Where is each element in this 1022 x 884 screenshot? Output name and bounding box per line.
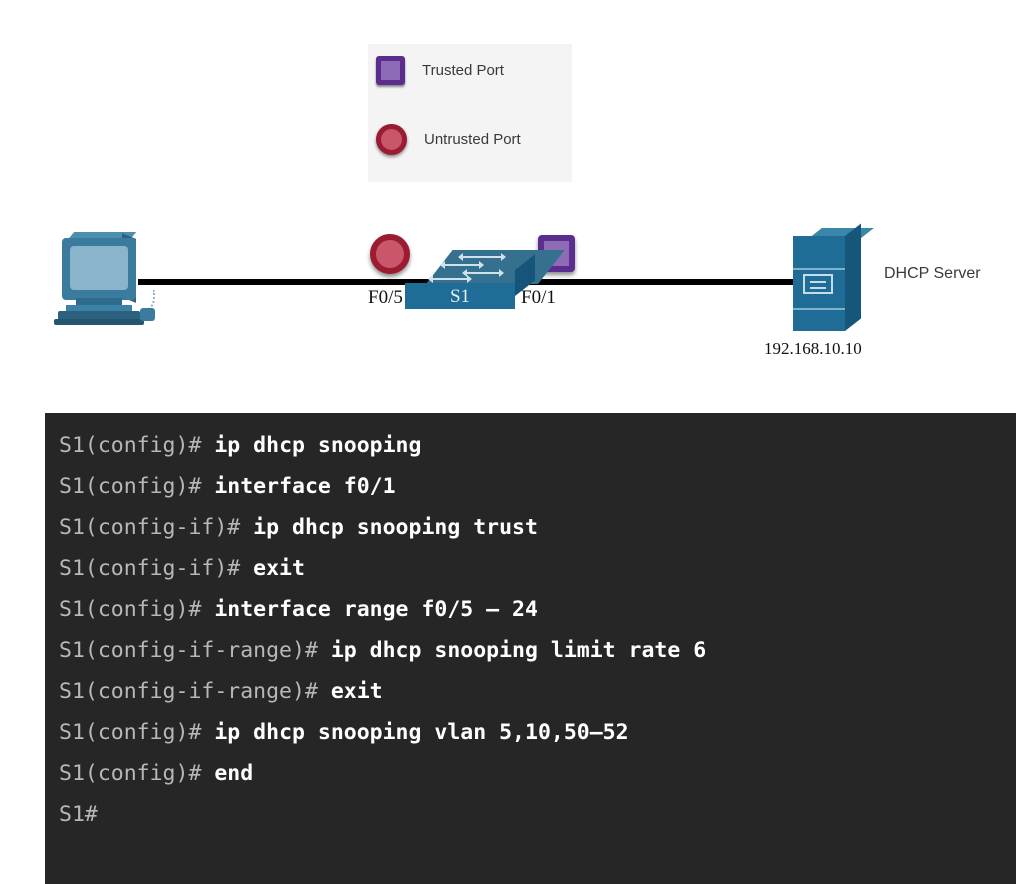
server-front-face	[793, 236, 845, 331]
terminal-line: S1(config)# interface range f0/5 – 24	[59, 589, 1016, 630]
switch-icon: S1	[405, 250, 565, 312]
pc-base-shadow	[54, 319, 144, 325]
terminal-command: ip dhcp snooping vlan 5,10,50–52	[214, 720, 629, 745]
server-name-label: DHCP Server	[884, 265, 981, 282]
trusted-port-square-icon	[376, 56, 405, 85]
switch-label: S1	[449, 286, 471, 307]
terminal-line: S1(config-if-range)# exit	[59, 671, 1016, 712]
port-label-f0-5: F0/5	[368, 287, 403, 308]
untrusted-port-circle-icon	[370, 234, 410, 274]
legend-label-untrusted-port: Untrusted Port	[424, 131, 521, 148]
switch-arrow-icon	[462, 269, 504, 277]
terminal-command: interface f0/1	[214, 474, 396, 499]
legend-item-untrusted-port: Untrusted Port	[376, 124, 521, 155]
terminal-command: ip dhcp snooping trust	[253, 515, 538, 540]
server-seam	[793, 268, 845, 270]
terminal-line: S1(config)# ip dhcp snooping	[59, 425, 1016, 466]
port-label-f0-1: F0/1	[521, 287, 556, 308]
terminal-prompt: S1(config-if-range)#	[59, 679, 331, 704]
terminal-command: interface range f0/5 – 24	[214, 597, 538, 622]
terminal-prompt: S1(config)#	[59, 597, 215, 622]
switch-arrow-icon	[428, 275, 472, 283]
terminal-command: end	[214, 761, 254, 786]
pc-monitor-bezel	[62, 238, 136, 300]
switch-arrow-icon	[440, 261, 484, 269]
untrusted-port-circle-icon	[376, 124, 407, 155]
server-ip-label: 192.168.10.10	[764, 339, 862, 358]
terminal-line: S1(config)# end	[59, 753, 1016, 794]
desktop-pc-icon	[50, 230, 156, 325]
terminal-command: exit	[330, 679, 383, 704]
terminal-prompt: S1#	[59, 802, 98, 827]
server-panel-line	[810, 287, 826, 289]
network-topology-diagram: S1 F0/5 F0/1 DHCP Server 192.168.10.10	[0, 210, 1022, 385]
terminal-line: S1(config)# ip dhcp snooping vlan 5,10,5…	[59, 712, 1016, 753]
terminal-prompt: S1(config)#	[59, 720, 215, 745]
switch-front-face	[405, 283, 515, 309]
terminal-command: ip dhcp snooping limit rate 6	[330, 638, 707, 663]
pc-base-top	[66, 305, 132, 313]
legend-label-trusted-port: Trusted Port	[422, 62, 504, 79]
server-icon	[793, 223, 874, 336]
terminal-prompt: S1(config-if)#	[59, 556, 254, 581]
terminal-line: S1(config)# interface f0/1	[59, 466, 1016, 507]
server-panel-icon	[803, 274, 833, 294]
legend-item-trusted-port: Trusted Port	[376, 56, 504, 85]
pc-screen	[70, 246, 128, 290]
switch-arrow-icon	[458, 253, 506, 261]
terminal-line: S1(config-if)# ip dhcp snooping trust	[59, 507, 1016, 548]
terminal-command: ip dhcp snooping	[214, 433, 422, 458]
pc-monitor-neck	[76, 298, 122, 307]
server-side-face	[845, 223, 861, 331]
terminal-line: S1(config-if)# exit	[59, 548, 1016, 589]
legend-panel: Trusted Port Untrusted Port	[368, 44, 572, 182]
terminal-prompt: S1(config-if)#	[59, 515, 254, 540]
terminal-command: exit	[253, 556, 305, 581]
server-panel-line	[810, 281, 826, 283]
terminal-prompt: S1(config)#	[59, 474, 215, 499]
terminal-line: S1#	[59, 794, 1016, 835]
terminal-prompt: S1(config)#	[59, 761, 215, 786]
terminal-line: S1(config-if-range)# ip dhcp snooping li…	[59, 630, 1016, 671]
server-seam	[793, 308, 845, 310]
pc-mouse-icon	[140, 308, 155, 321]
terminal-prompt: S1(config)#	[59, 433, 215, 458]
terminal-prompt: S1(config-if-range)#	[59, 638, 331, 663]
